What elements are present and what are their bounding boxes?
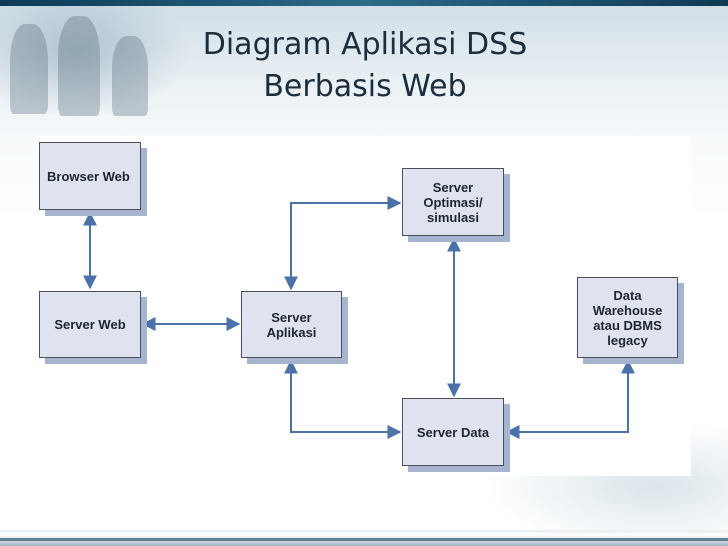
node-server-aplikasi-line-2: Aplikasi <box>266 324 317 340</box>
node-server-aplikasi: Server Aplikasi <box>241 291 342 358</box>
node-server-data-label: Server Data <box>416 424 490 440</box>
node-data-warehouse-line-4: legacy <box>607 332 648 348</box>
node-data-warehouse-line-2: Warehouse <box>592 302 663 318</box>
node-server-optimasi-line-1: Server <box>432 179 474 195</box>
node-server-data: Server Data <box>402 398 504 466</box>
node-server-optimasi-line-3: simulasi <box>426 209 480 225</box>
node-browser-web-label: Browser Web <box>47 168 130 184</box>
slide-top-bar <box>0 0 728 6</box>
node-browser-web: Browser Web <box>39 142 141 210</box>
edge-server-aplikasi-data <box>284 359 402 439</box>
node-server-web: Server Web <box>39 291 141 358</box>
background-photo <box>0 6 190 118</box>
edge-warehouse-server-data <box>505 359 635 439</box>
slide-title: Diagram Aplikasi DSS Berbasis Web <box>150 24 580 108</box>
node-server-web-label: Server Web <box>54 317 126 332</box>
node-server-optimasi: Server Optimasi/ simulasi <box>402 168 504 236</box>
title-line-1: Diagram Aplikasi DSS <box>202 27 528 62</box>
edge-server-aplikasi-optimasi <box>284 196 402 291</box>
node-server-optimasi-line-2: Optimasi/ <box>423 194 483 210</box>
slide-bottom-line <box>0 538 728 541</box>
node-data-warehouse: Data Warehouse atau DBMS legacy <box>577 277 678 358</box>
node-server-aplikasi-line-1: Server <box>271 309 312 325</box>
node-data-warehouse-line-3: atau DBMS <box>593 317 662 333</box>
node-data-warehouse-line-1: Data <box>613 287 642 303</box>
title-line-2: Berbasis Web <box>263 69 467 104</box>
